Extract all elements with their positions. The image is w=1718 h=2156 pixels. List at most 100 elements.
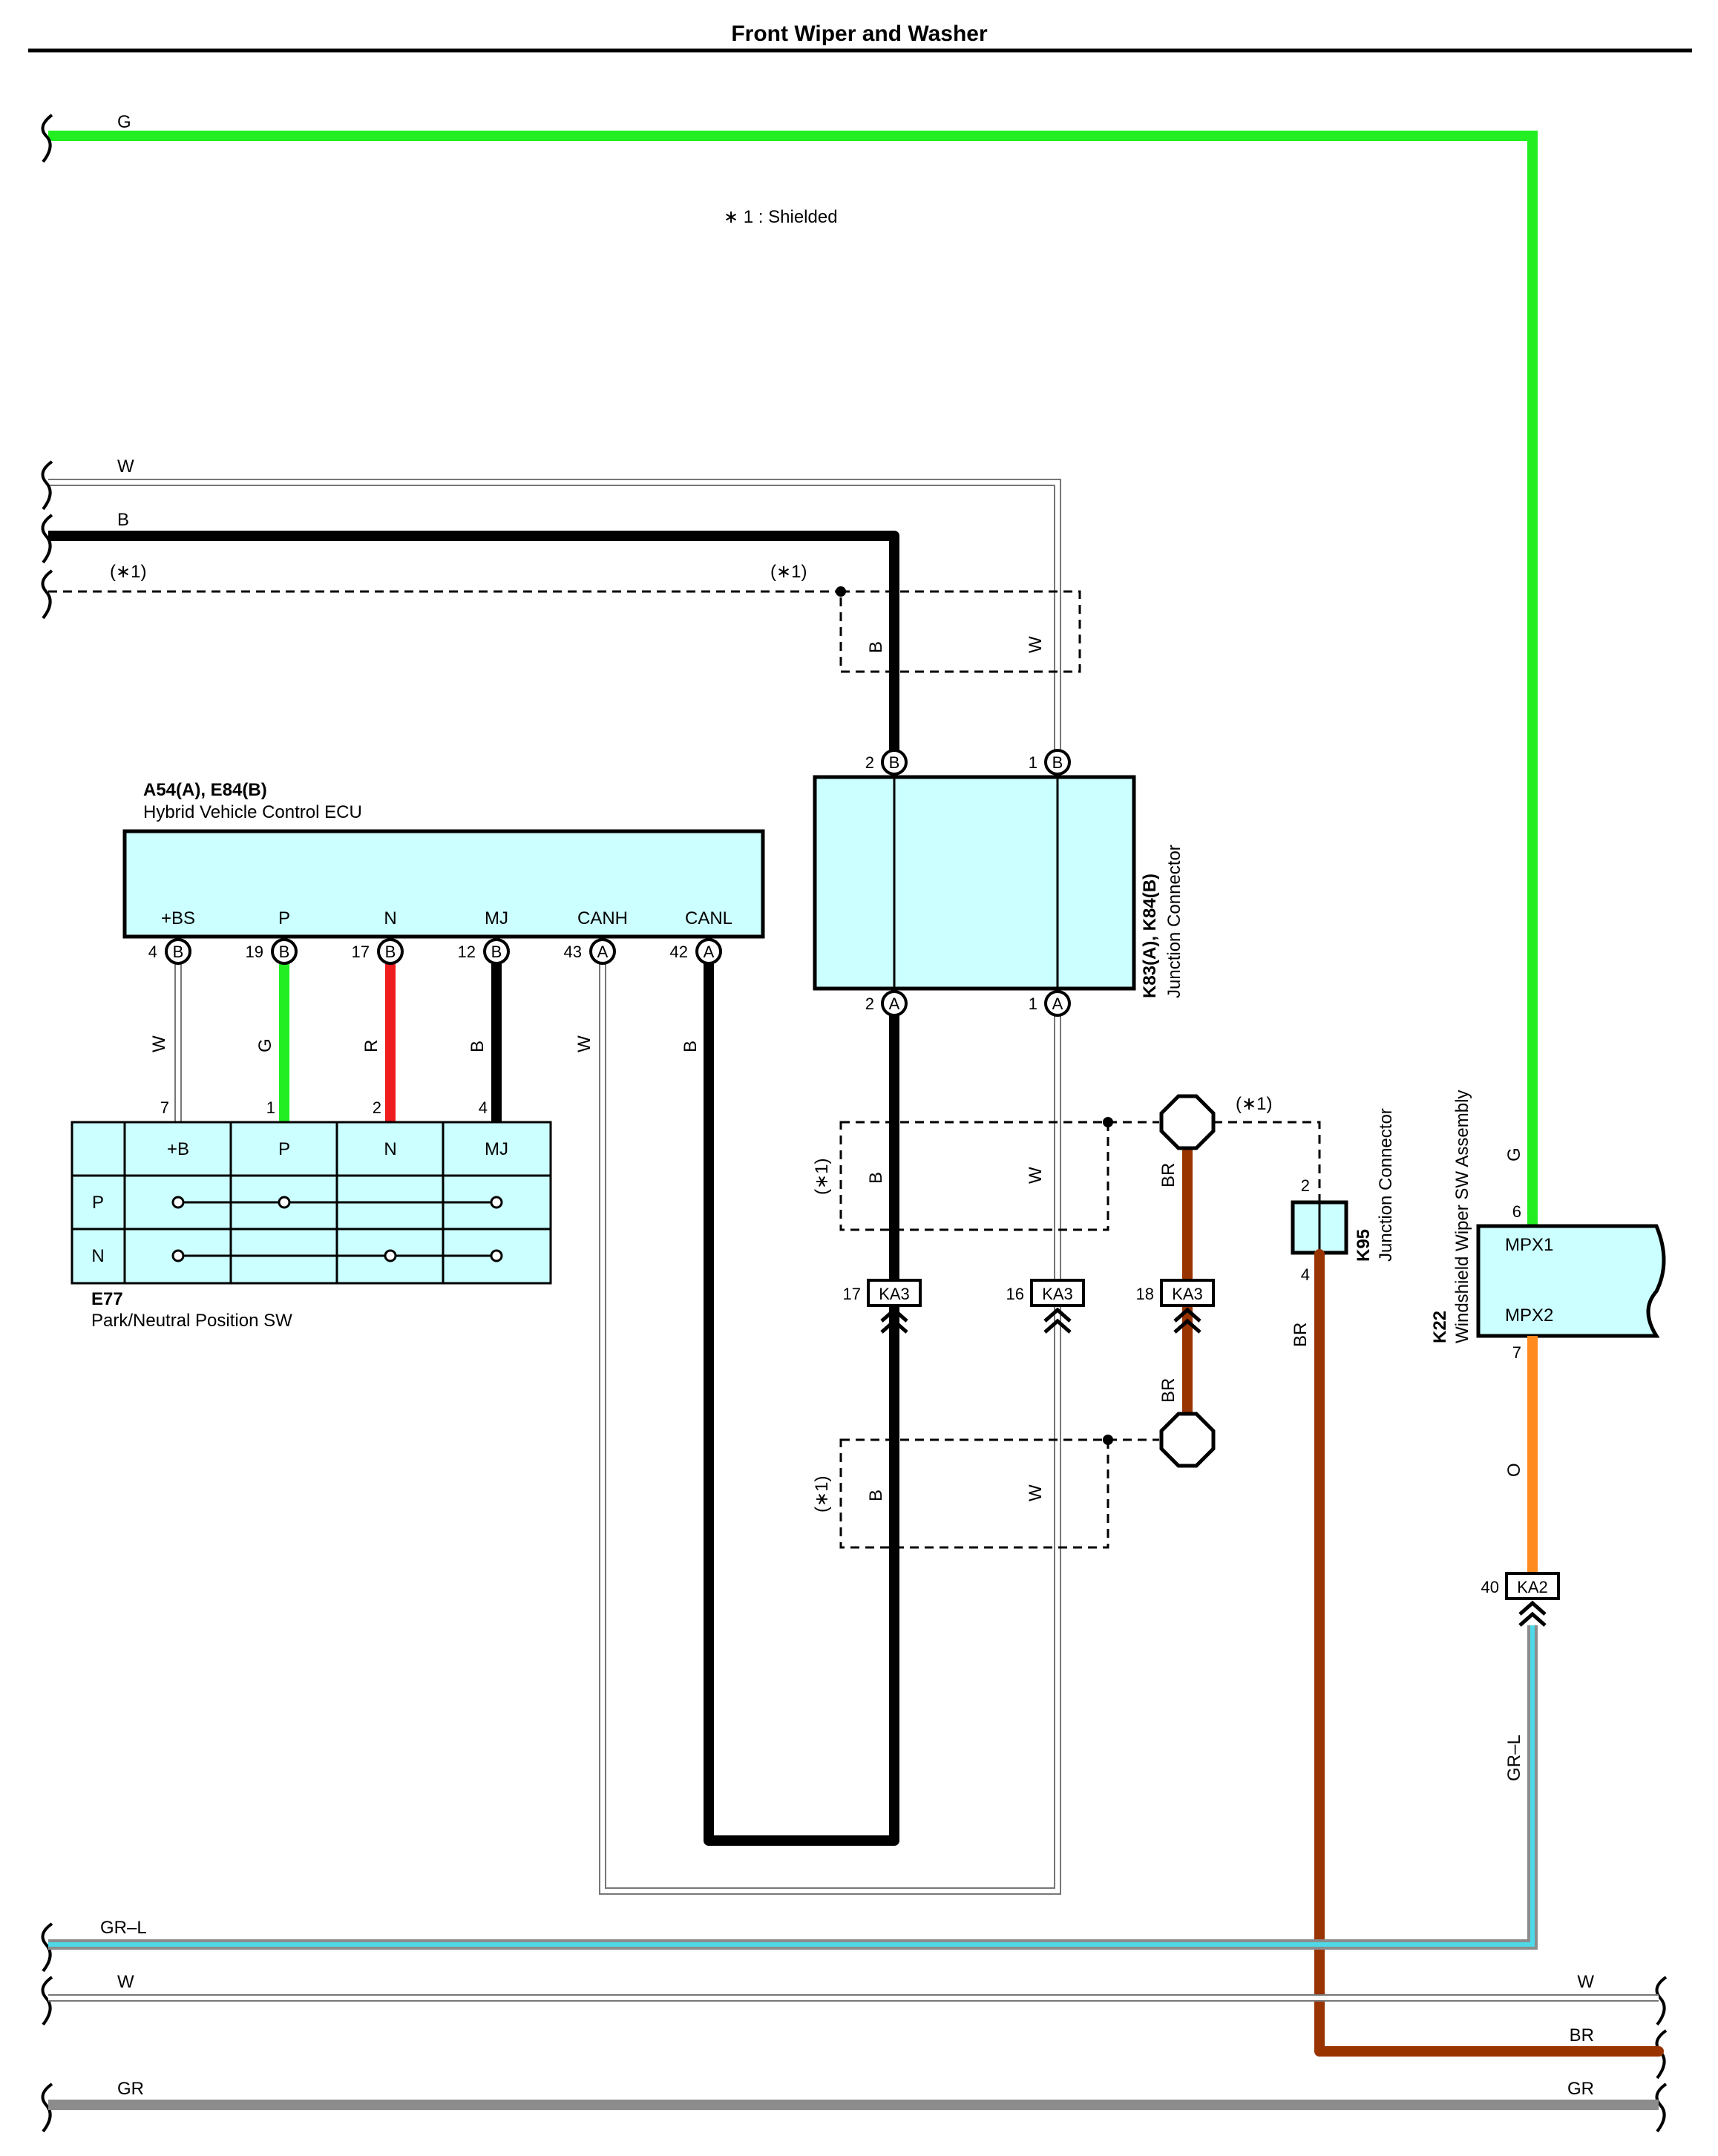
ka3-label: KA3 [1042, 1285, 1073, 1303]
shield-b-upper: B [866, 1172, 886, 1184]
sw-col-label: +B [167, 1139, 189, 1159]
k95-pin-bottom: 4 [1301, 1265, 1310, 1284]
wire-label-canh: W [574, 1035, 594, 1052]
jc-pin-conn: B [1052, 753, 1063, 772]
ka3-pin: 16 [1006, 1285, 1024, 1303]
ecu-terminals: +BS P N MJ CANH CANL [161, 908, 732, 928]
k22-terminal: MPX2 [1505, 1305, 1553, 1326]
k22-terminal: MPX1 [1505, 1235, 1553, 1255]
ecu-pin-conn: B [279, 943, 290, 961]
sw-row-label: N [91, 1246, 104, 1266]
ecu-term-label: P [278, 908, 290, 928]
ecu-pin-number: 17 [352, 943, 370, 961]
ka2-connector [1505, 1572, 1560, 1600]
shield-w-upper: W [1026, 1167, 1046, 1184]
wire-label-g: G [255, 1038, 275, 1052]
shield-wire-b-label: B [866, 641, 886, 653]
wire-w-top [48, 479, 1061, 761]
shield-note: ∗ 1 : Shielded [724, 207, 838, 227]
shield-label-lower: (∗1) [812, 1476, 832, 1513]
jc-pin-conn: A [1052, 995, 1063, 1013]
shield-junction-dot [836, 586, 846, 597]
shield-box-upper [839, 1121, 1109, 1231]
wire-label-bottom-gr-right: GR [1567, 2079, 1594, 2099]
jc-pin-number: 2 [865, 753, 874, 772]
ecu-term-label: MJ [485, 908, 508, 928]
wire-br-k95 [1314, 1249, 1664, 2057]
ka3-connectors: KA3 17 KA3 16 KA3 18 [843, 1279, 1215, 1334]
wire-label-br-k95: BR [1291, 1323, 1311, 1347]
k95-code: K95 [1354, 1229, 1374, 1262]
wire-label-bottom-grl: GR–L [100, 1918, 147, 1938]
wire-label-o: O [1504, 1463, 1524, 1477]
ecu-box [122, 829, 765, 939]
ka3-pin: 18 [1136, 1285, 1154, 1303]
shield-b-lower: B [866, 1490, 886, 1501]
ka3-pin: 17 [843, 1285, 861, 1303]
ecu-pin-number: 42 [670, 943, 688, 961]
wire-label-br-lower: BR [1158, 1378, 1178, 1403]
ka2-label: KA2 [1517, 1578, 1548, 1596]
jc-code: K83(A), K84(B) [1140, 874, 1160, 998]
sw-pin-number: 2 [373, 1098, 381, 1117]
k95-pin-top: 2 [1301, 1176, 1310, 1195]
shield-wire-w-label: W [1026, 636, 1046, 653]
ka2-pin: 40 [1481, 1578, 1499, 1596]
k22-pin: 6 [1512, 1202, 1521, 1221]
wire-b-canl [704, 951, 899, 1846]
shield-label-left: (∗1) [110, 562, 146, 582]
wire-label-bottom-w-left: W [117, 1972, 134, 1992]
k22-code: K22 [1430, 1311, 1450, 1343]
ecu-name: Hybrid Vehicle Control ECU [143, 802, 362, 822]
ecu-term-label: +BS [161, 908, 195, 928]
ecu-pin-markers: B 4 B 19 B 17 B 12 A 43 A 42 [148, 938, 722, 965]
k22-name: Windshield Wiper SW Assembly [1452, 1090, 1472, 1343]
wire-label-top-b: B [117, 510, 129, 530]
park-neutral-switch-table: +B P N MJ P N [71, 1121, 552, 1285]
sw-pin-number: 7 [160, 1098, 169, 1117]
ecu-pin-number: 19 [246, 943, 263, 961]
wire-break-marks-left [41, 114, 53, 2133]
wire-label-g-k22: G [1504, 1147, 1524, 1161]
k95-name: Junction Connector [1376, 1108, 1396, 1262]
shield-ground-octagon [1159, 1412, 1216, 1468]
shield-box-lower [839, 1438, 1109, 1549]
ecu-pin-conn: A [597, 943, 609, 961]
k22-switch-box [1476, 1224, 1666, 1338]
sw-col-label: N [384, 1139, 396, 1159]
sw-row-label: P [92, 1193, 104, 1213]
shield-label-right: (∗1) [1236, 1094, 1272, 1114]
ecu-pin-conn: B [491, 943, 502, 961]
ecu-code: A54(A), E84(B) [143, 780, 267, 800]
wire-label-r: R [361, 1040, 381, 1052]
wire-grl [48, 1625, 1538, 1950]
ecu-pin-number: 43 [564, 943, 582, 961]
jc-pin-conn: A [889, 995, 900, 1013]
ka3-label: KA3 [1172, 1285, 1203, 1303]
ecu-pin-conn: B [173, 943, 184, 961]
jc-pin-conn: B [889, 753, 900, 772]
ecu-term-label: CANH [577, 908, 628, 928]
ecu-pin-number: 12 [458, 943, 476, 961]
wire-label-br-upper: BR [1158, 1163, 1178, 1187]
shield-box-top [839, 590, 1081, 673]
wire-label-w: W [149, 1035, 169, 1052]
sw-code: E77 [91, 1289, 123, 1309]
jc-pin-number: 1 [1029, 995, 1037, 1013]
wire-label-bottom-w-right: W [1577, 1972, 1594, 1992]
wire-g-top [48, 131, 1538, 1225]
shield-w-lower: W [1026, 1484, 1046, 1501]
junction-connector-box [813, 775, 1136, 991]
jc-pin-number: 2 [865, 995, 874, 1013]
sw-pin-number: 1 [266, 1098, 275, 1117]
jc-pin-number: 1 [1029, 753, 1037, 772]
sw-col-label: MJ [485, 1139, 508, 1159]
shield-label-mid: (∗1) [770, 562, 807, 582]
wire-label-bottom-br: BR [1570, 2025, 1594, 2045]
ka3-label: KA3 [879, 1285, 910, 1303]
ecu-pin-number: 4 [148, 943, 157, 961]
jc-name: Junction Connector [1164, 845, 1184, 998]
sw-pin-number: 4 [479, 1098, 488, 1117]
sw-name: Park/Neutral Position SW [91, 1311, 292, 1331]
